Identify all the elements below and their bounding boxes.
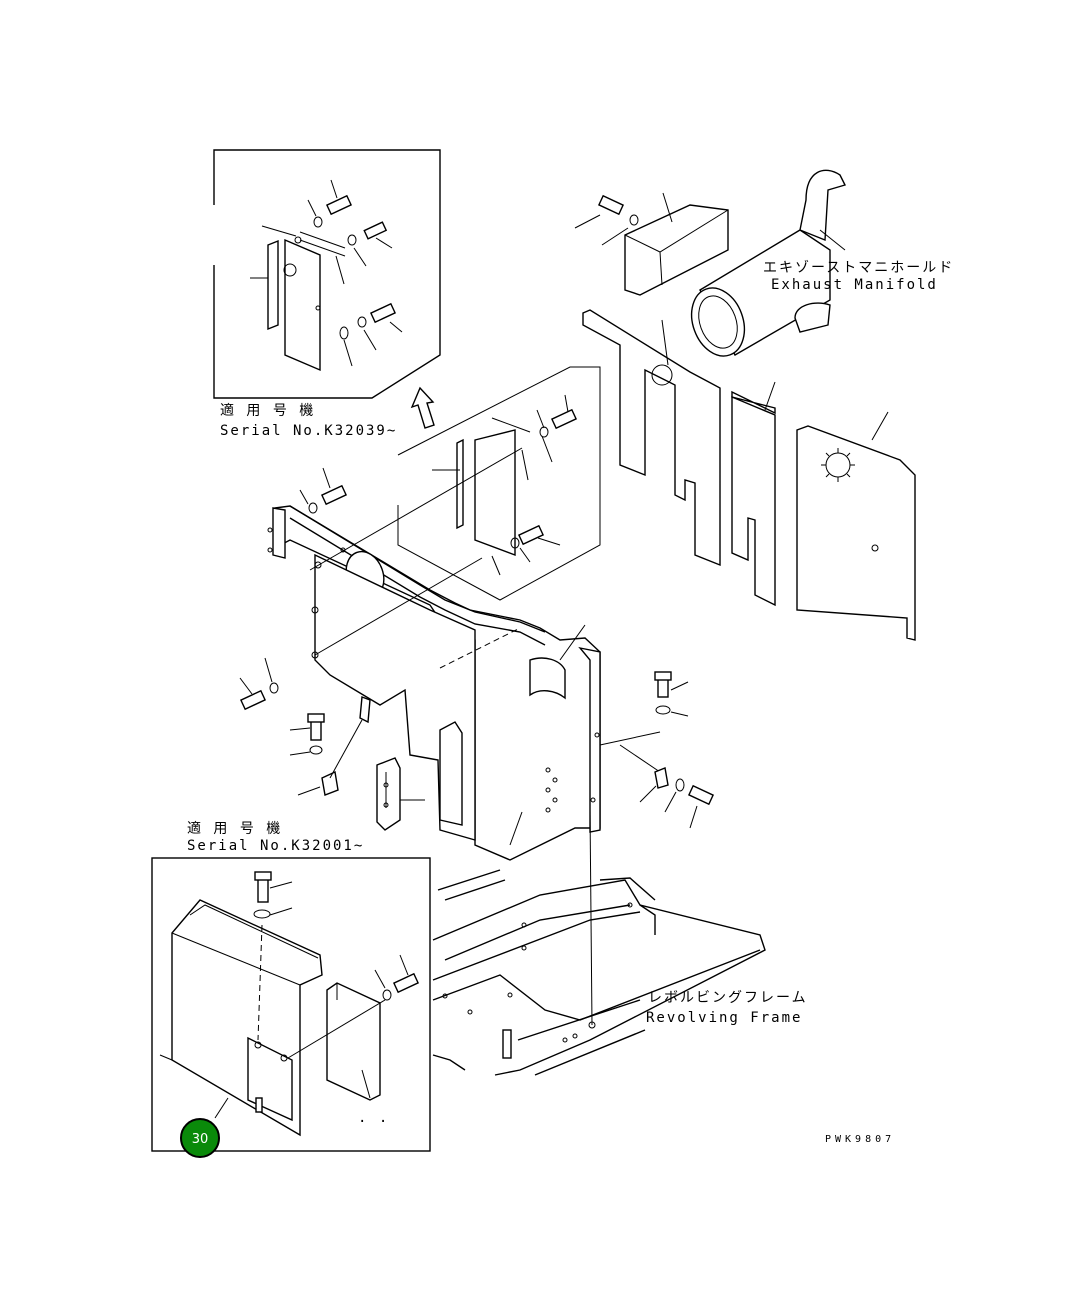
exhaust-manifold-jp-label: エキゾーストマニホールド: [763, 260, 954, 276]
up-arrow-icon: [410, 386, 435, 429]
inset-top-serial-label: Serial No.K32039~: [220, 423, 397, 439]
drawing-code: PWK9807: [825, 1134, 895, 1145]
exhaust-manifold: エキゾーストマニホールド Exhaust Manifold: [574, 169, 954, 357]
revolving-frame-jp-label: レボルビングフレーム: [648, 990, 808, 1006]
inset-bottom-applicable-label: 適 用 号 機: [187, 820, 282, 837]
revolving-frame: レボルビングフレーム Revolving Frame: [432, 869, 808, 1076]
inset-top-bracket: [284, 238, 321, 372]
inset-bottom-serial-label: Serial No.K32001~: [187, 838, 364, 854]
inset-bottom: 適 用 号 機 Serial No.K32001~ · ·: [151, 820, 431, 1152]
inset-top-bolt: [313, 194, 397, 340]
exhaust-manifold-en-label: Exhaust Manifold: [771, 277, 938, 293]
insulation-panels: [582, 309, 916, 641]
inset-top-applicable-label: 適 用 号 機: [220, 402, 315, 419]
callout-badge-number: 30: [192, 1132, 209, 1147]
callout-badge[interactable]: 30: [180, 1118, 220, 1158]
inset-top: 適 用 号 機 Serial No.K32039~: [213, 149, 441, 439]
main-frame: [239, 366, 715, 1026]
revolving-frame-en-label: Revolving Frame: [646, 1010, 802, 1026]
svg-text:· ·: · ·: [358, 1114, 389, 1130]
